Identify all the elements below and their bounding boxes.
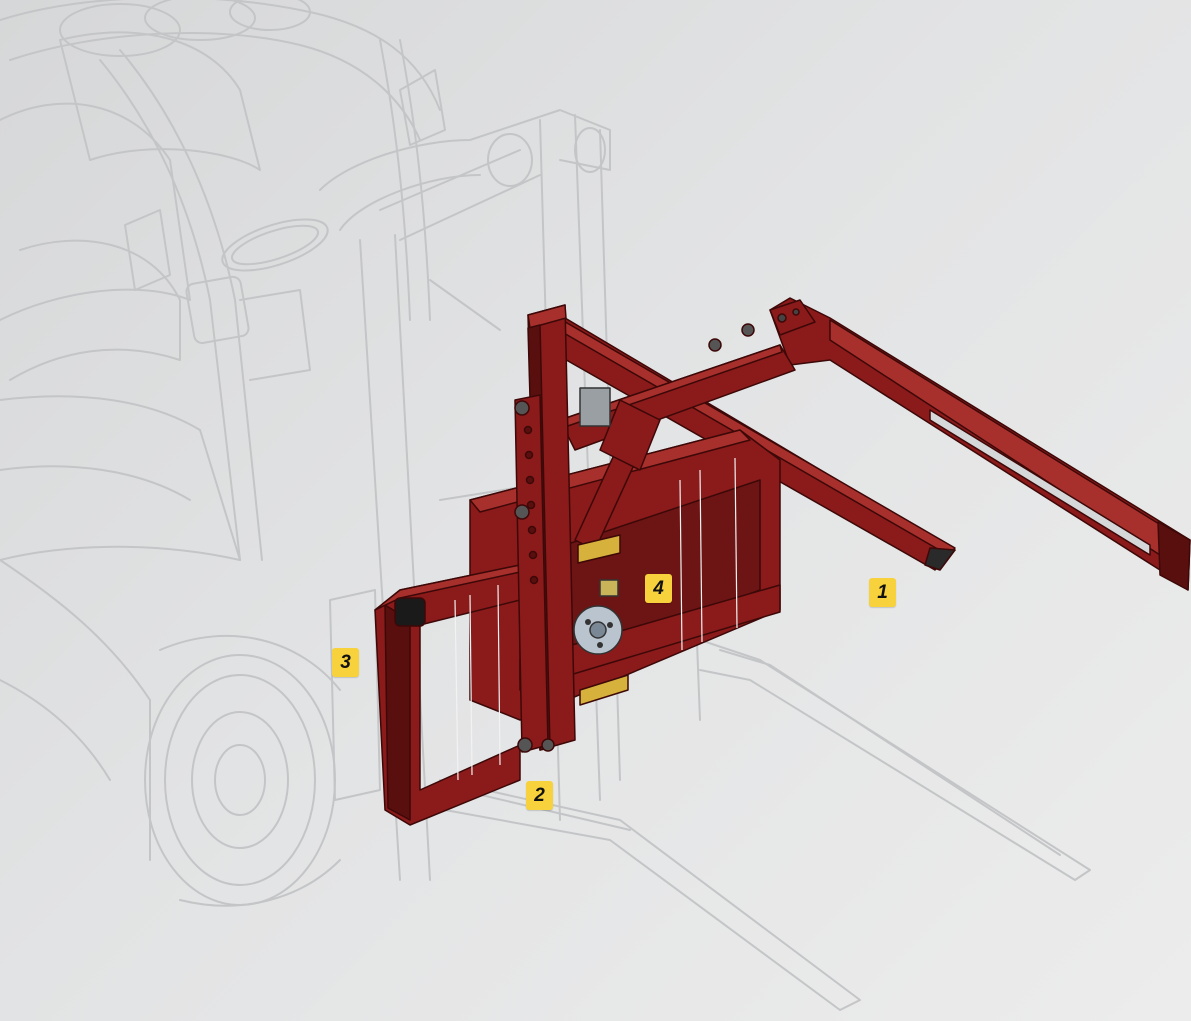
callout-2: 2 <box>526 781 553 810</box>
callout-4: 4 <box>645 574 672 603</box>
valve-block <box>579 387 611 427</box>
callout-1: 1 <box>869 578 896 607</box>
attachment <box>374 297 1191 826</box>
callout-3: 3 <box>332 648 359 677</box>
leader-lines <box>454 457 738 781</box>
